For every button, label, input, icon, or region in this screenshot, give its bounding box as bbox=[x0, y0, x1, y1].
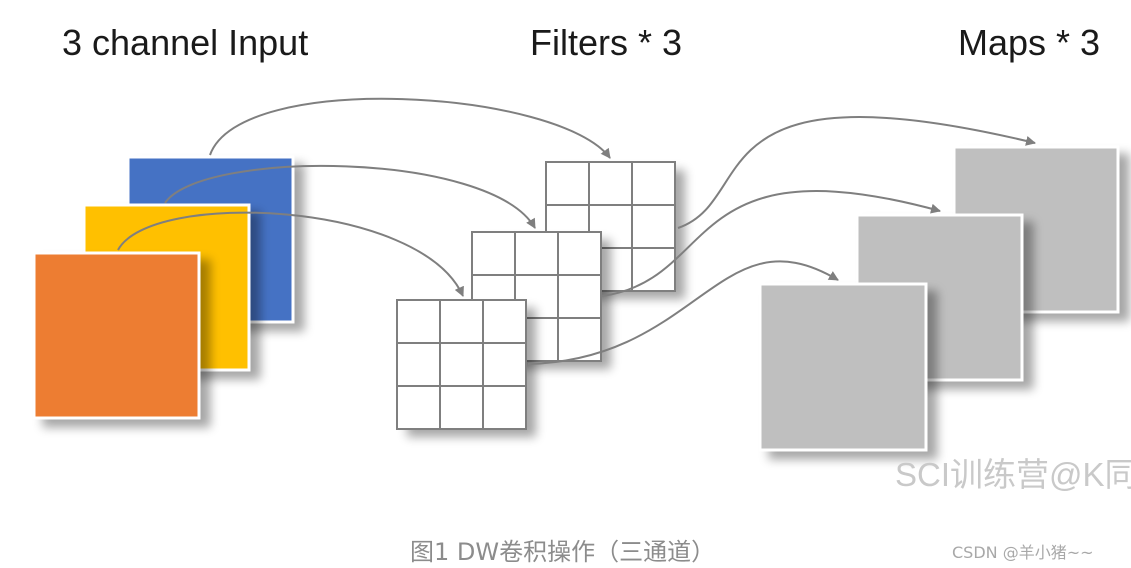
filters bbox=[396, 161, 676, 430]
arrow-filter-3-to-map-3 bbox=[677, 116, 1036, 229]
maps-title: Maps * 3 bbox=[958, 22, 1101, 63]
arrow-orange-to-filter-1 bbox=[117, 211, 464, 297]
input-to-filter-arrows bbox=[117, 97, 611, 297]
arrow-filter-2-to-map-2 bbox=[601, 190, 941, 297]
watermark-text: SCI训练营@K同 bbox=[895, 456, 1131, 493]
figure-caption: 图1 DW卷积操作（三通道） bbox=[410, 538, 716, 566]
input-channels bbox=[32, 155, 295, 420]
filter-to-map-arrows bbox=[527, 116, 1036, 365]
input-title: 3 channel Input bbox=[62, 22, 309, 63]
filter-cell bbox=[557, 317, 602, 362]
output-maps bbox=[758, 145, 1120, 452]
output-map-1 bbox=[758, 282, 928, 452]
filters-title: Filters * 3 bbox=[530, 22, 683, 63]
arrow-yellow-to-filter-2 bbox=[164, 164, 536, 229]
arrow-filter-1-to-map-1 bbox=[527, 260, 839, 365]
filter-cell bbox=[482, 385, 527, 430]
filter-1 bbox=[396, 299, 527, 430]
credit-text: CSDN @羊小猪~~ bbox=[952, 543, 1094, 562]
filter-background bbox=[397, 300, 526, 429]
arrow-blue-to-filter-3 bbox=[209, 97, 611, 159]
filter-cell bbox=[631, 247, 676, 292]
input-channel-orange bbox=[32, 251, 201, 420]
